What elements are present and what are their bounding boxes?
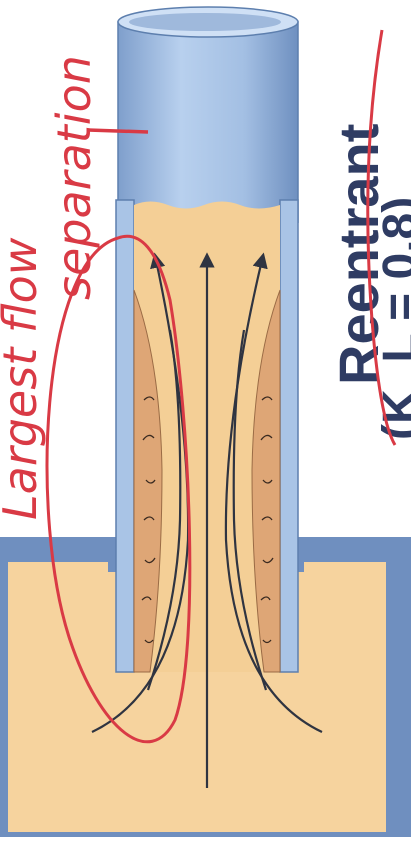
upper-pipe <box>118 7 298 226</box>
handwritten-note-line1: Largest flow <box>0 237 47 520</box>
handwritten-note-line2: separation <box>47 55 101 300</box>
diagram-subtitle: (K_L = 0.8) <box>374 197 411 440</box>
handwritten-note: Largest flow separation <box>0 55 101 520</box>
